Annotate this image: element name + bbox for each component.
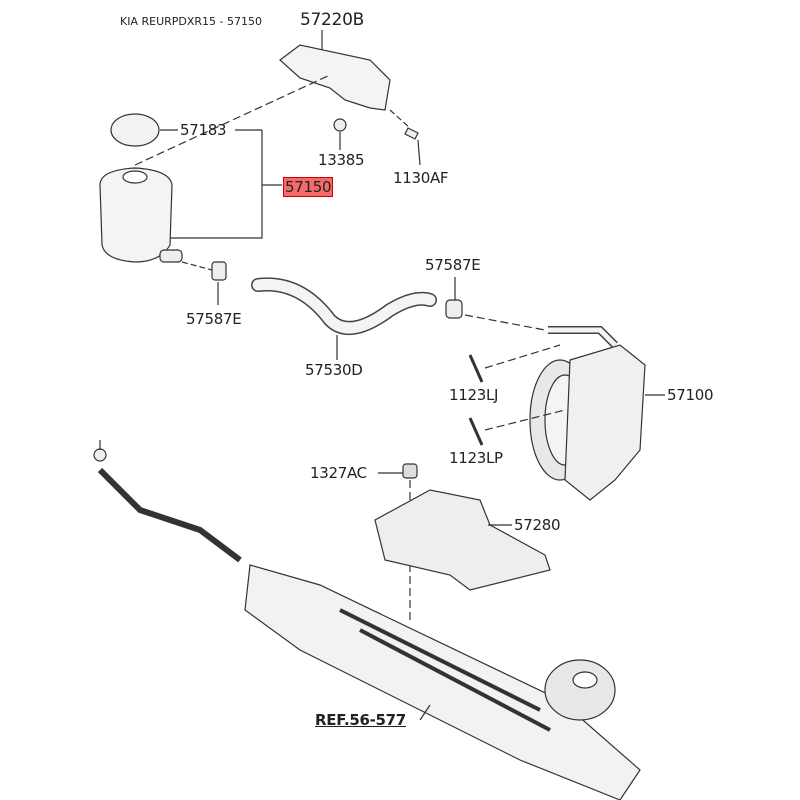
- reservoir-part: [99, 167, 173, 263]
- part-label-57530D[interactable]: 57530D: [305, 361, 363, 379]
- heat-shield-part: [374, 489, 551, 591]
- bolt-part: [404, 127, 419, 140]
- part-label-57280[interactable]: 57280: [514, 516, 561, 534]
- part-label-57220B[interactable]: 57220B: [300, 10, 364, 30]
- part-label-1327AC[interactable]: 1327AC: [310, 464, 367, 482]
- part-label-57587E-right[interactable]: 57587E: [425, 256, 481, 274]
- part-label-1123LP[interactable]: 1123LP: [449, 449, 503, 467]
- part-label-57150-highlighted[interactable]: 57150: [283, 177, 334, 197]
- diagram-title: KIA REURPDXR15 - 57150: [120, 15, 263, 28]
- pump-body: [564, 344, 646, 501]
- cap-part: [110, 113, 160, 147]
- part-label-57587E-left[interactable]: 57587E: [186, 310, 242, 328]
- clamp-part: [211, 261, 227, 281]
- part-label-57100[interactable]: 57100: [667, 386, 714, 404]
- part-label-13385[interactable]: 13385: [318, 151, 365, 169]
- nut-part: [333, 118, 347, 132]
- bracket-part: [279, 44, 391, 111]
- tie-rod: [97, 467, 242, 563]
- part-label-1130AF[interactable]: 1130AF: [393, 169, 449, 187]
- part-label-57183[interactable]: 57183: [180, 121, 227, 139]
- reference-link[interactable]: REF.56-577: [315, 711, 406, 729]
- part-label-1123LJ[interactable]: 1123LJ: [449, 386, 499, 404]
- steering-rack: [244, 564, 641, 800]
